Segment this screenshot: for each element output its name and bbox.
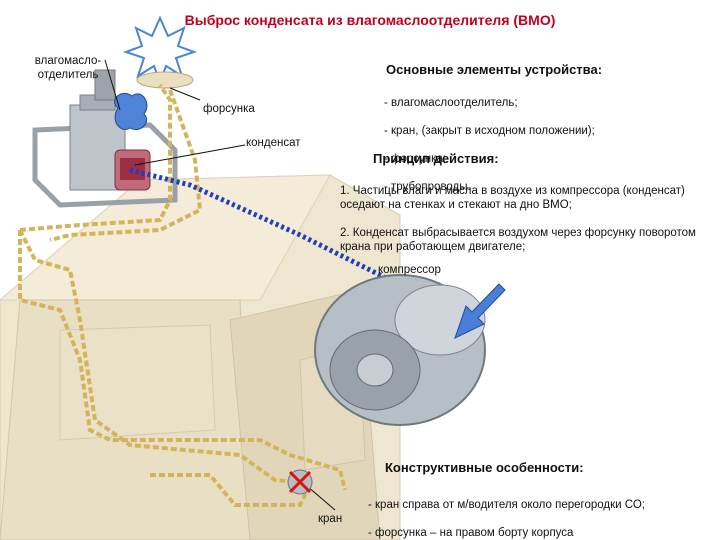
features-heading: Конструктивные особенности: [385, 460, 584, 476]
principle-item: 1. Частицы влаги и масла в воздухе из ко… [340, 184, 705, 212]
label-condensate: конденсат [246, 136, 301, 150]
label-nozzle: форсунка [203, 102, 255, 116]
principle-list: 1. Частицы влаги и масла в воздухе из ко… [340, 170, 705, 268]
features-item: - кран справа от м/водителя около перего… [368, 498, 716, 512]
valve-unit [288, 470, 312, 494]
label-valve: кран [318, 512, 342, 526]
principle-item: 2. Конденсат выбрасывается воздухом чере… [340, 226, 705, 254]
elements-item: - влагомаслоотделитель; [384, 96, 714, 110]
label-separator: влагомасло- отделитель [8, 54, 128, 82]
principle-heading: Принцип действия: [373, 151, 499, 167]
features-list: - кран справа от м/водителя около перего… [368, 484, 716, 540]
compressor-unit [315, 275, 485, 425]
features-item: - форсунка – на правом борту корпуса [368, 526, 716, 540]
elements-item: - кран, (закрыт в исходном положении); [384, 124, 714, 138]
diagram-title: Выброс конденсата из влагомаслоотделител… [150, 12, 590, 29]
elements-heading: Основные элементы устройства: [386, 62, 602, 78]
